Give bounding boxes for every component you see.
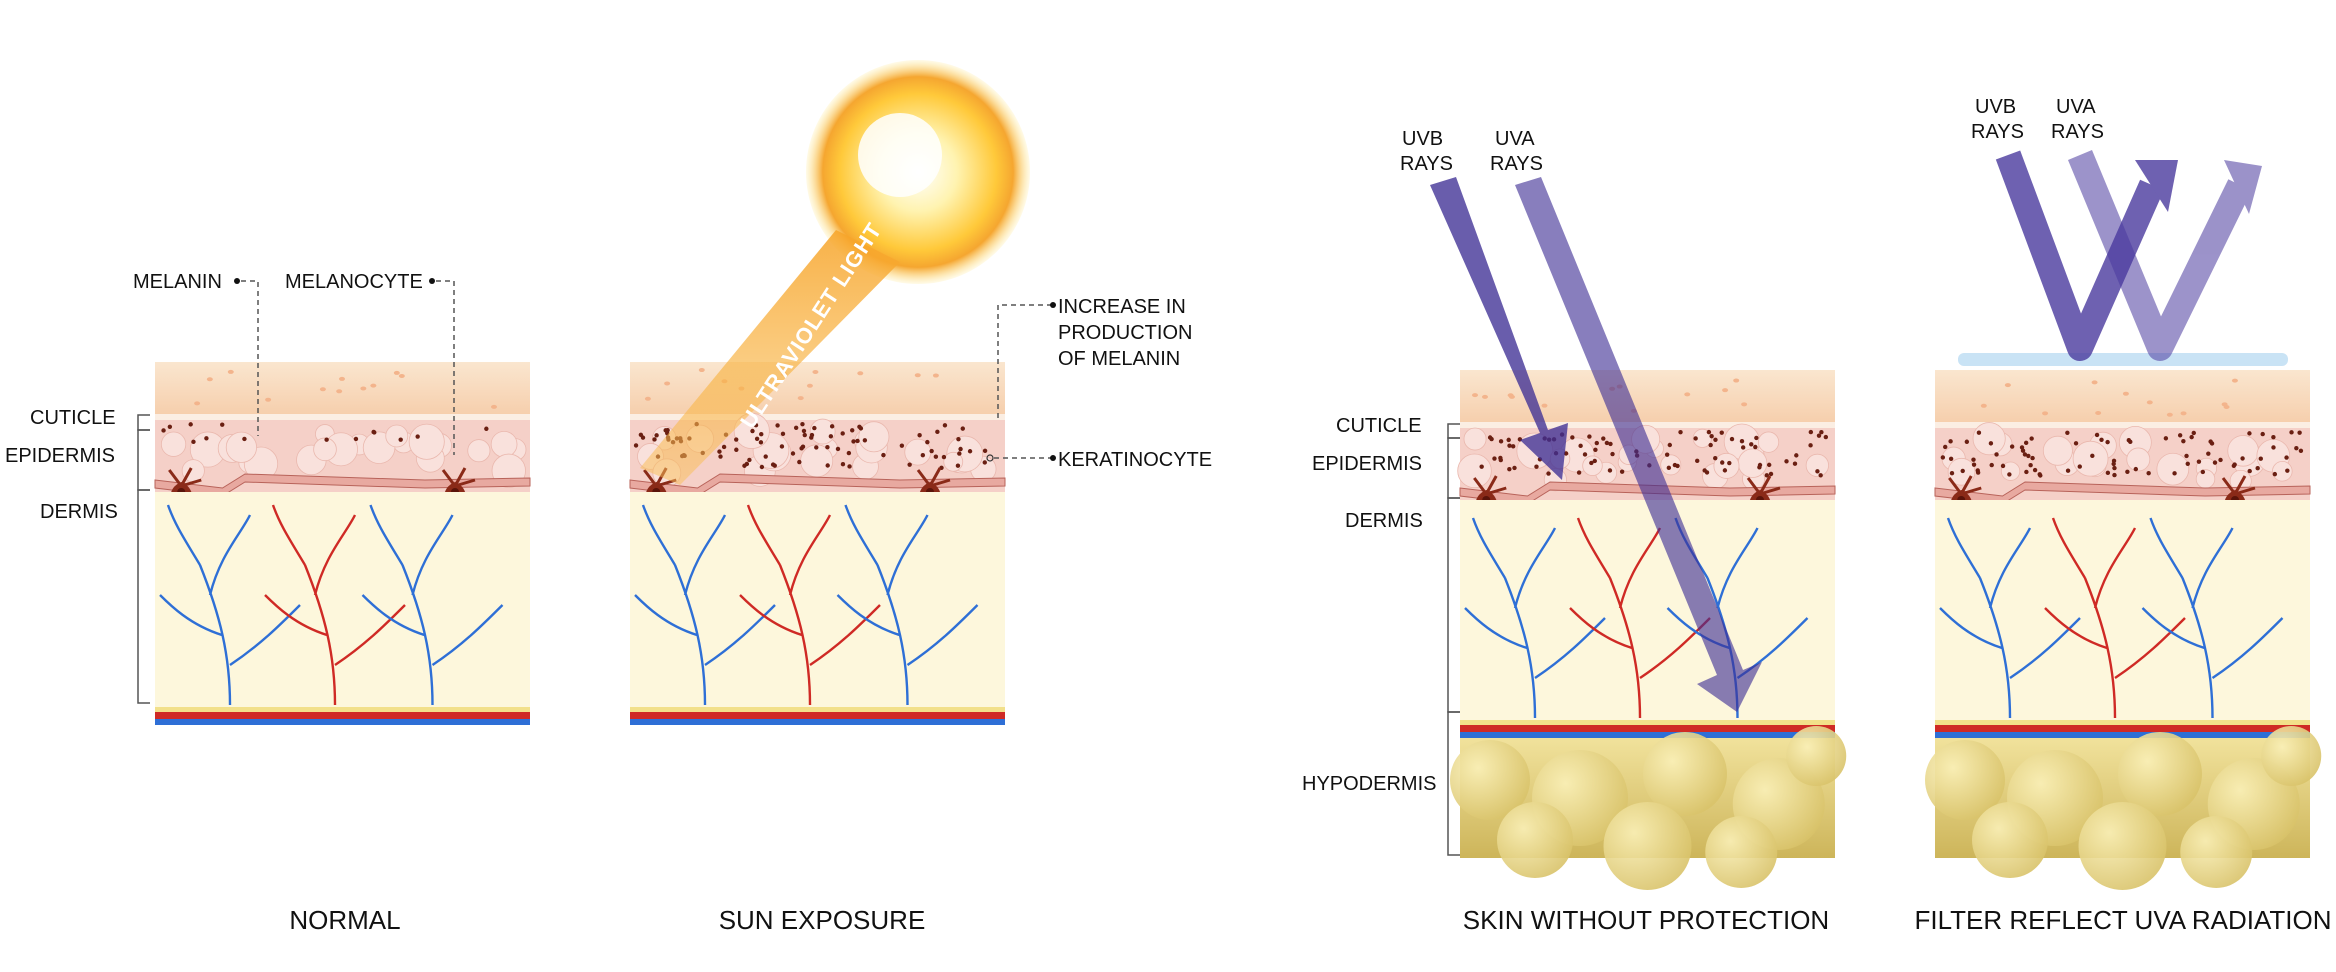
uva-reflected-arrow	[2067, 150, 2262, 361]
uvb-label-line1: UVB	[1402, 128, 1443, 150]
unprotected-labels: UVB RAYS UVA RAYS CUTICLE EPIDERMIS DERM…	[1302, 128, 1543, 856]
dermis-label-2: DERMIS	[1345, 510, 1423, 532]
uvb-ray-arrow	[1430, 177, 1568, 480]
uva-ray-arrow	[1515, 177, 1762, 712]
hypodermis-label: HYPODERMIS	[1302, 773, 1436, 795]
uvb-label-line2: RAYS	[1400, 153, 1453, 175]
melanin-label: MELANIN	[133, 271, 222, 293]
caption-normal: NORMAL	[289, 905, 400, 935]
keratinocyte-label: KERATINOCYTE	[1058, 449, 1212, 471]
normal-skin-block	[154, 362, 531, 725]
caption-filter: FILTER REFLECT UVA RADIATION	[1914, 905, 2331, 935]
cuticle-label: CUTICLE	[30, 407, 116, 429]
normal-labels: MELANIN MELANOCYTE CUTICLE EPIDERMIS DER…	[5, 271, 455, 704]
increase-label-line3: OF MELANIN	[1058, 348, 1180, 370]
sun-icon	[806, 60, 1030, 284]
epidermis-label-2: EPIDERMIS	[1312, 453, 1422, 475]
sun-labels: INCREASE IN PRODUCTION OF MELANIN KERATI…	[986, 296, 1212, 471]
epidermis-label: EPIDERMIS	[5, 445, 115, 467]
uva-label-line2: RAYS	[1490, 153, 1543, 175]
caption-skin-without-protection: SKIN WITHOUT PROTECTION	[1463, 905, 1829, 935]
uvb-label-f2: RAYS	[1971, 121, 2024, 143]
filtered-skin-block	[1925, 370, 2322, 890]
uvb-label-f1: UVB	[1975, 96, 2016, 118]
caption-sun-exposure: SUN EXPOSURE	[719, 905, 926, 935]
sunscreen-filter-bar	[1958, 353, 2288, 366]
dermis-label: DERMIS	[40, 501, 118, 523]
uva-label-f2: RAYS	[2051, 121, 2104, 143]
cuticle-label-2: CUTICLE	[1336, 415, 1422, 437]
increase-label-line2: PRODUCTION	[1058, 322, 1192, 344]
uva-label-line1: UVA	[1495, 128, 1535, 150]
ultraviolet-beam	[640, 230, 900, 485]
uva-label-f1: UVA	[2056, 96, 2096, 118]
filter-labels: UVB RAYS UVA RAYS	[1971, 96, 2104, 143]
increase-label-line1: INCREASE IN	[1058, 296, 1186, 318]
melanocyte-label: MELANOCYTE	[285, 271, 423, 293]
